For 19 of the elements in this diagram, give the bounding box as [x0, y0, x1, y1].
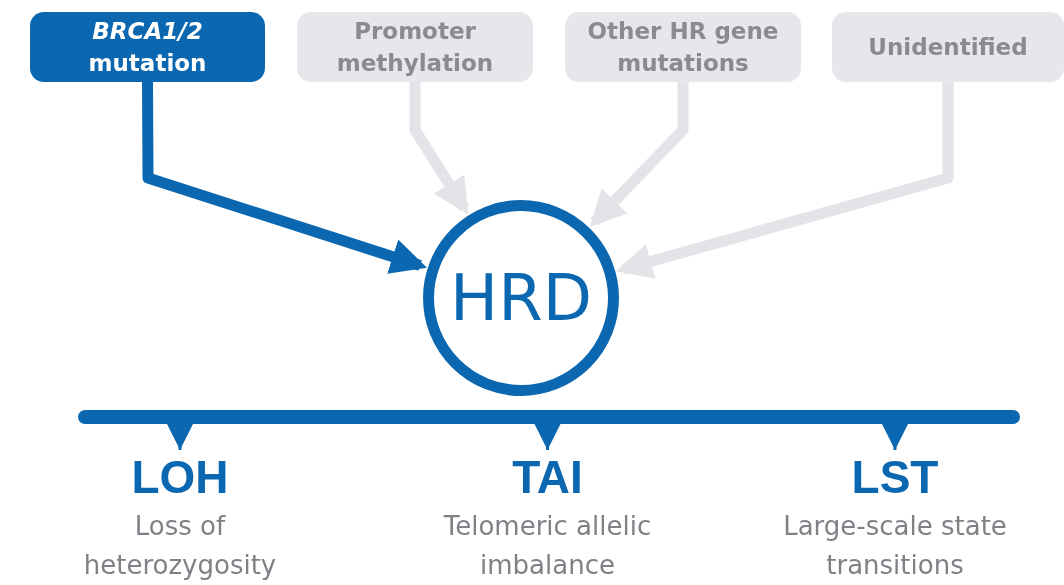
category-heading: LOH — [131, 452, 229, 503]
circle-label: HRD — [450, 261, 592, 335]
category-description: Large-scale state transitions — [782, 509, 1008, 582]
arrow — [589, 82, 689, 227]
horizontal-bar — [78, 410, 1020, 424]
category-heading: LST — [851, 452, 939, 503]
category-heading: TAI — [512, 452, 583, 503]
arrow — [409, 82, 470, 215]
arrow — [533, 422, 562, 450]
cause-box: Promoter methylation — [297, 12, 533, 82]
category-description: Telomeric allelic imbalance — [442, 509, 653, 582]
cause-box: Other HR gene mutations — [565, 12, 801, 82]
category-description: Loss of heterozygosity — [82, 509, 278, 582]
cause-box: BRCA1/2 mutation — [30, 12, 265, 82]
arrow — [881, 422, 909, 450]
arrow — [166, 422, 194, 450]
arrow — [142, 81, 427, 274]
cause-box: Unidentified — [832, 12, 1064, 82]
arrow — [616, 82, 954, 279]
